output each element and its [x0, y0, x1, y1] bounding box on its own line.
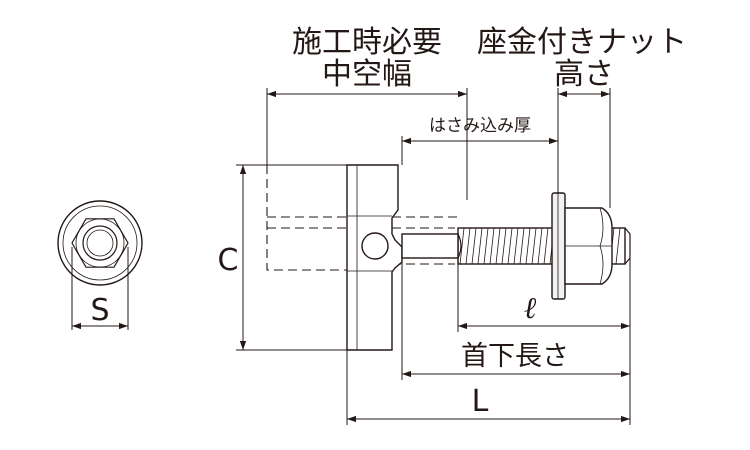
washer-circle — [57, 200, 143, 286]
label-washer-nut-line2: 高さ — [554, 57, 614, 92]
label-clamp-thickness: はさみ込み厚 — [429, 116, 531, 136]
washer-inner-circle — [62, 205, 138, 281]
hollow-space-hidden-outline — [266, 165, 360, 271]
label-s: S — [90, 293, 109, 328]
end-view: S — [57, 200, 143, 330]
bolt-thread-circle — [86, 229, 114, 257]
bolt-end-circle — [82, 225, 118, 261]
label-hollow-space-line2: 中空幅 — [322, 57, 412, 92]
label-c: C — [218, 243, 239, 278]
washer — [551, 192, 566, 300]
labels: 施工時必要 中空幅 座金付きナット 高さ はさみ込み厚 C ℓ 首下長さ L — [218, 25, 687, 419]
pivot-pin — [361, 232, 389, 260]
dimensions — [236, 88, 631, 425]
side-view — [266, 164, 631, 351]
label-washer-nut-line1: 座金付きナット — [477, 25, 687, 60]
label-under-head-length: 首下長さ — [461, 341, 569, 372]
label-l: L — [472, 384, 489, 419]
hex-chamfer-circle — [75, 218, 125, 268]
label-hollow-space-line1: 施工時必要 — [292, 25, 442, 60]
label-ell: ℓ — [524, 291, 537, 326]
hex-nut-outline — [71, 218, 129, 268]
